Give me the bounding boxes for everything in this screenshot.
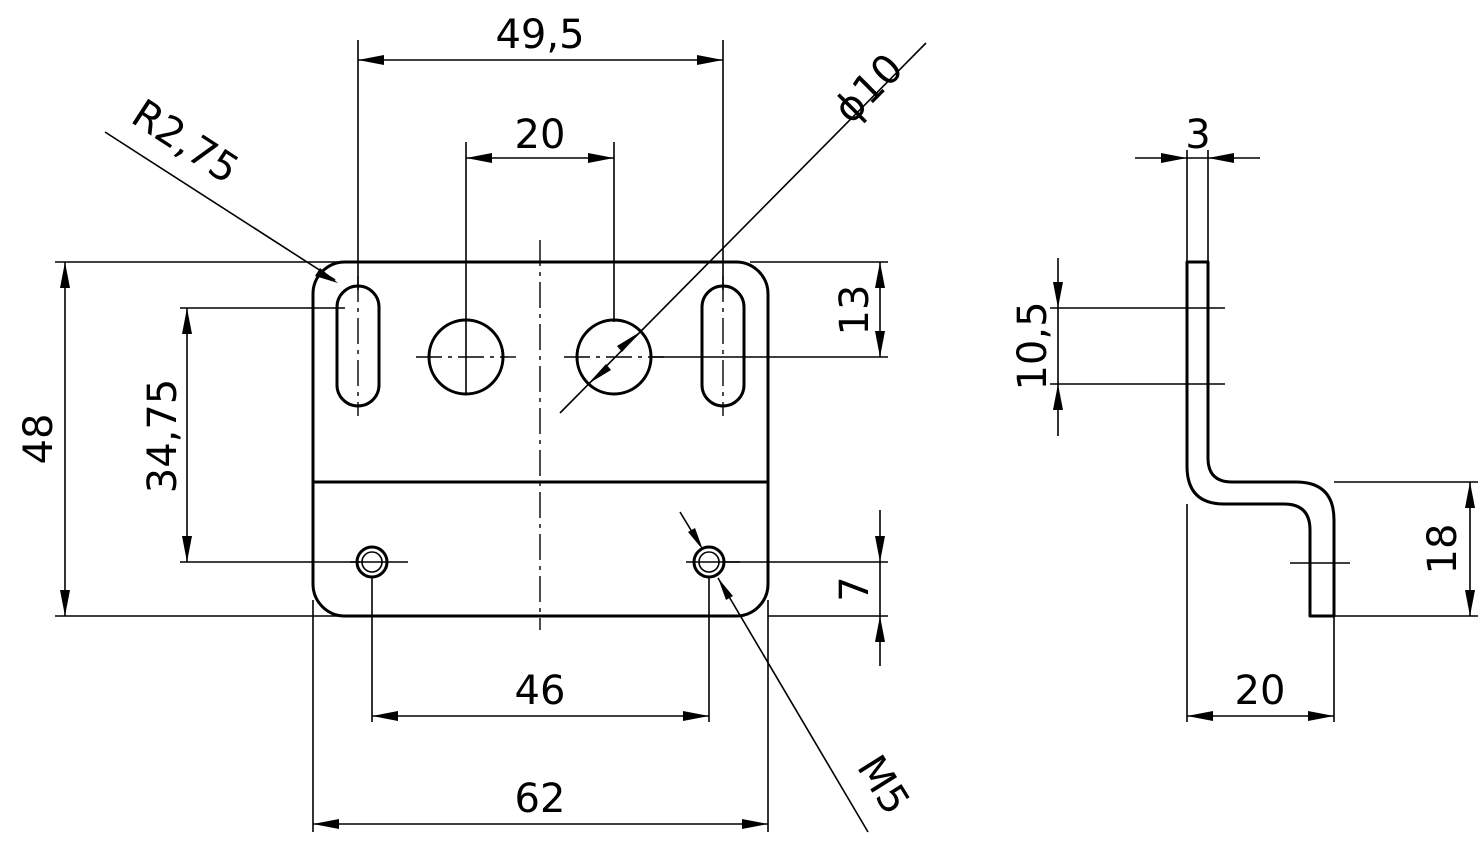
dim-slot-to-thread-label: 34,75 <box>140 379 186 494</box>
dim-thread-spacing-label: 46 <box>515 668 566 714</box>
dim-slot-length: 10,5 <box>1010 258 1225 436</box>
dim-thread-from-bottom-label: 7 <box>832 576 878 601</box>
dim-thread-size-label: M5 <box>848 747 919 822</box>
dim-slot-length-label: 10,5 <box>1010 301 1056 390</box>
dim-thickness: 3 <box>1135 112 1260 262</box>
dim-thread-size: M5 <box>679 511 919 833</box>
dim-offset-height-label: 18 <box>1420 524 1466 575</box>
dim-hole-diameter-label: ϕ10 <box>825 45 912 132</box>
dim-slot-to-fold-label: 13 <box>832 285 878 336</box>
front-view: 49,5 20 ϕ10 R2,75 <box>16 12 927 833</box>
dim-hole-spacing-label: 20 <box>515 112 566 158</box>
dim-offset-height: 18 <box>1334 481 1478 617</box>
dim-top-width: 49,5 <box>357 12 724 290</box>
dim-offset-depth: 20 <box>1186 504 1335 722</box>
side-view: 3 10,5 18 20 <box>1010 112 1478 722</box>
dim-overall-width: 62 <box>312 600 769 832</box>
dim-overall-height: 48 <box>16 261 340 617</box>
dim-offset-depth-label: 20 <box>1235 668 1286 714</box>
left-slot <box>335 284 381 408</box>
dim-corner-radius-label: R2,75 <box>124 91 247 193</box>
dim-corner-radius: R2,75 <box>104 91 338 283</box>
dim-overall-height-label: 48 <box>16 414 62 465</box>
dim-overall-width-label: 62 <box>515 776 566 822</box>
dim-thread-spacing: 46 <box>371 577 710 722</box>
dim-hole-spacing: 20 <box>465 112 615 395</box>
dim-top-width-label: 49,5 <box>495 12 584 58</box>
dim-thickness-label: 3 <box>1185 112 1210 158</box>
dim-thread-from-bottom: 7 <box>724 510 888 666</box>
center-lines <box>350 240 740 630</box>
dim-slot-to-fold: 13 <box>651 261 888 358</box>
right-slot <box>700 284 746 408</box>
dim-slot-to-thread: 34,75 <box>140 307 360 563</box>
